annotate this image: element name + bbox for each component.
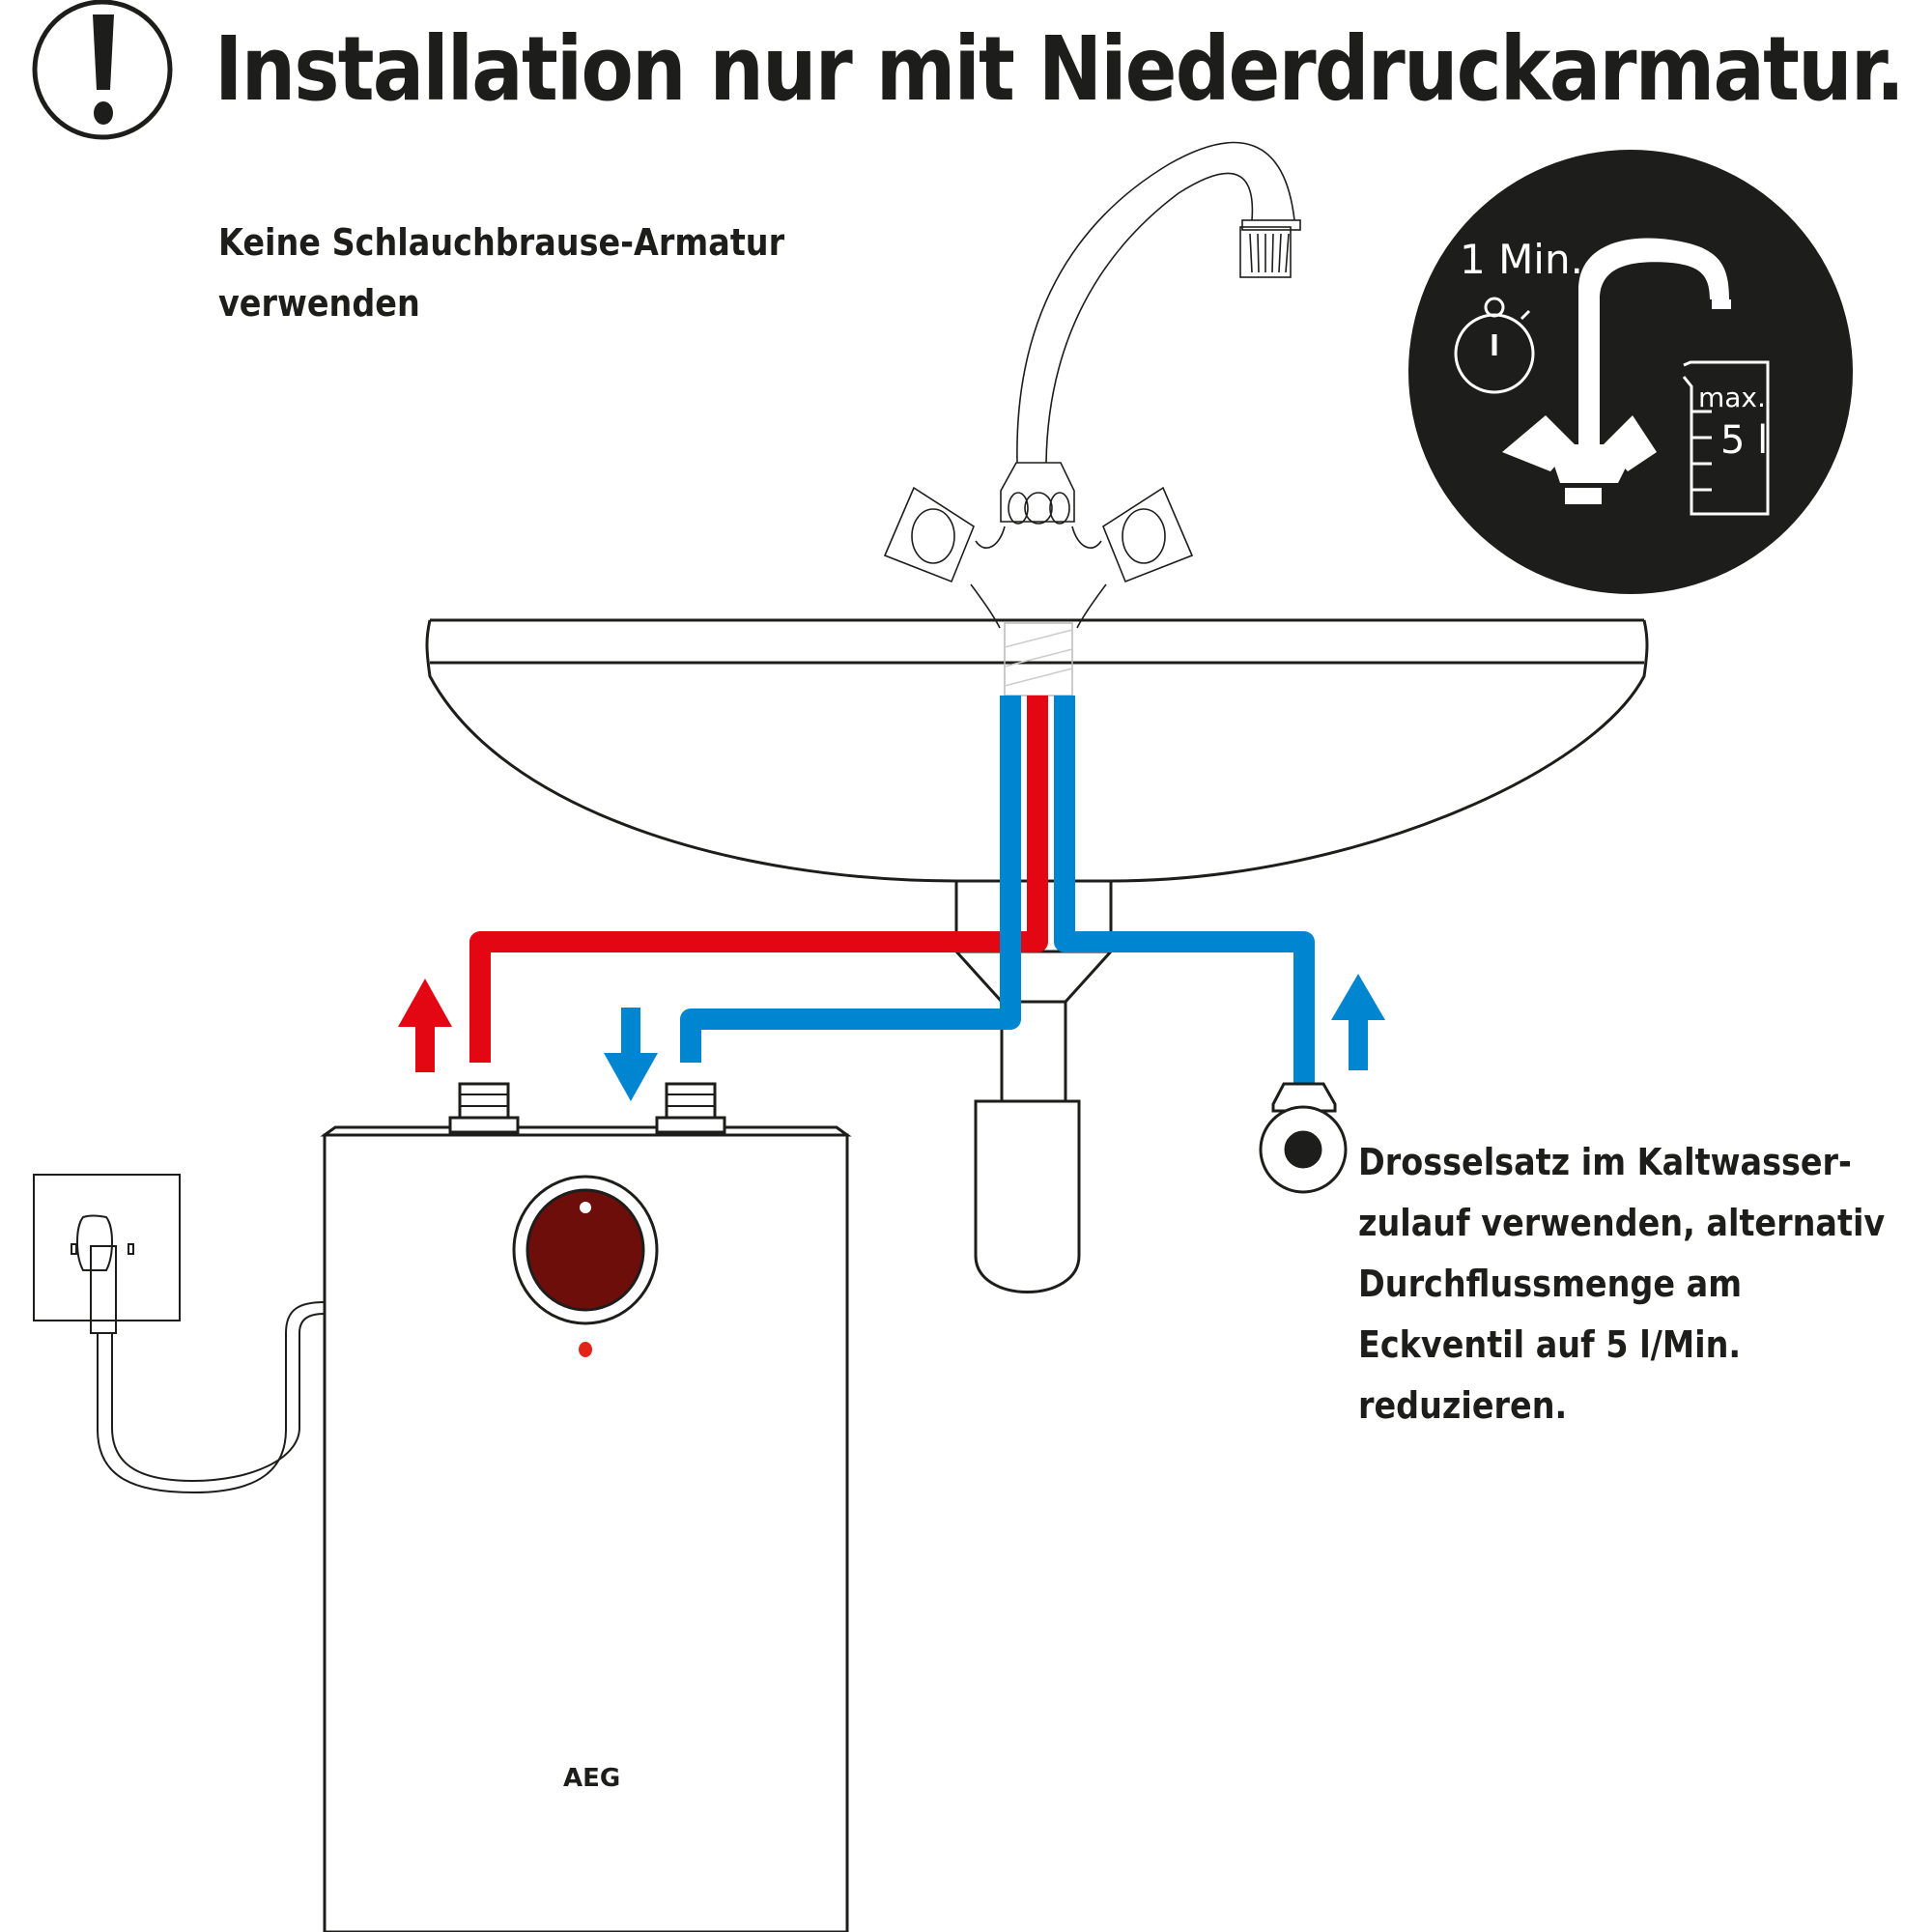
temperature-knob [526,1188,645,1312]
indicator-lamp [579,1342,592,1357]
flow-rate-badge: 1 Min. max. 5 l [1408,150,1853,594]
hot-out-arrow-icon [398,979,452,1072]
faucet-drawing [883,141,1301,629]
angle-valve-icon [1259,1082,1348,1194]
cold-water-pipe-heater [680,696,1021,1063]
siphon-drain [952,881,1115,1293]
brand-logo: AEG [563,1764,621,1793]
exclamation-circle-icon [32,0,173,140]
supply-arrow-icon [1331,974,1385,1070]
max-label: max. [1698,382,1766,413]
power-socket-plug-icon [33,1174,326,1494]
faucet-icon [1502,238,1731,504]
cold-in-arrow-icon [604,1008,658,1101]
volume-value: 5 l [1720,418,1768,463]
hot-water-pipe [469,696,1048,1063]
measuring-beaker-icon [1682,360,1770,516]
note-no-hose-spray-faucet: Keine Schlauchbrause-Armatur verwenden [218,221,785,325]
time-label: 1 Min. [1460,236,1583,283]
page-title: Installation nur mit Niederdruckarmatur. [214,17,1905,121]
cold-water-supply-pipe [1054,696,1315,1087]
note-flow-restrictor: Drosselsatz im Kaltwasser- zulauf verwen… [1358,1141,1886,1427]
stopwatch-icon [1454,297,1535,394]
water-heater [320,1082,852,1932]
